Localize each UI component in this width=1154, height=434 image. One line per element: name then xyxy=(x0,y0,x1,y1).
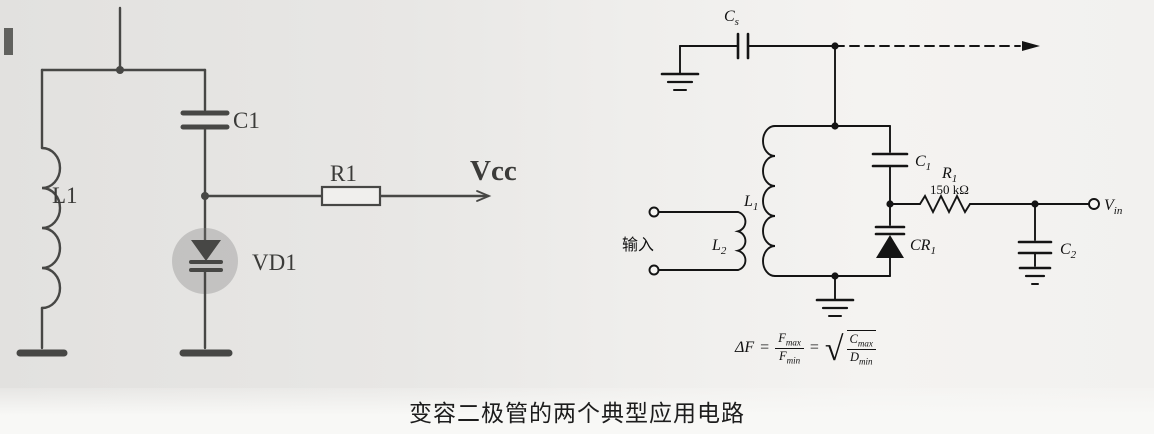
label-C1: C1 xyxy=(233,108,260,133)
label-R1: R1 xyxy=(941,165,957,185)
junction-dot xyxy=(886,200,894,208)
label-VD1: VD1 xyxy=(252,250,297,275)
tuning-ratio-formula: ΔF = Fmax Fmin = √ Cmax Dmin xyxy=(735,330,876,367)
junction-dot xyxy=(201,192,209,200)
label-L2: L2 xyxy=(711,237,727,257)
label-C2: C2 xyxy=(1060,241,1077,261)
label-C1: C1 xyxy=(915,153,931,173)
scan-artifact xyxy=(4,28,13,55)
inductor-L1 xyxy=(40,146,62,310)
formula-lhs: ΔF xyxy=(735,339,755,357)
label-R1-value: 150 kΩ xyxy=(930,182,969,197)
radical-sign: √ xyxy=(824,330,844,368)
arrowhead xyxy=(1022,41,1040,51)
right-circuit-diagram: Cs L1 L2 输入 C1 CR1 R1 150 kΩ C2 Vin xyxy=(622,8,1123,317)
label-input: 输入 xyxy=(622,236,654,254)
equals-sign: = xyxy=(760,339,770,357)
junction-dot xyxy=(831,122,839,130)
varactor-VD1-triangle xyxy=(191,240,221,261)
vin-terminal xyxy=(1088,198,1100,210)
label-Cs: Cs xyxy=(724,8,739,28)
label-CR1: CR1 xyxy=(910,237,936,257)
junction-dot xyxy=(831,272,839,280)
label-Vcc: Vcc xyxy=(470,155,517,187)
left-circuit-diagram: L1 C1 R1 VD1 Vcc xyxy=(4,6,517,357)
capacitance-ratio-fraction: Cmax Dmin xyxy=(846,330,876,367)
junction-dot xyxy=(831,42,839,50)
input-terminal xyxy=(648,264,660,276)
figure-caption: 变容二极管的两个典型应用电路 xyxy=(409,400,745,426)
vcc-arrowhead xyxy=(476,190,492,202)
input-terminal xyxy=(648,206,660,218)
junction-dot xyxy=(1031,200,1039,208)
label-R1: R1 xyxy=(330,161,357,186)
inductor-L1 xyxy=(762,125,776,277)
equals-sign: = xyxy=(809,339,819,357)
inductor-L2 xyxy=(734,211,747,271)
junction-dot xyxy=(116,66,124,74)
resistor-R1 xyxy=(320,185,382,207)
caption-background xyxy=(0,388,1154,434)
frequency-ratio-fraction: Fmax Fmin xyxy=(775,331,804,366)
varactor-CR1-triangle xyxy=(876,235,904,258)
label-L1: L1 xyxy=(52,183,78,208)
label-L1: L1 xyxy=(743,193,758,213)
label-Vin: Vin xyxy=(1104,197,1123,217)
resistor-R1 xyxy=(919,193,971,215)
